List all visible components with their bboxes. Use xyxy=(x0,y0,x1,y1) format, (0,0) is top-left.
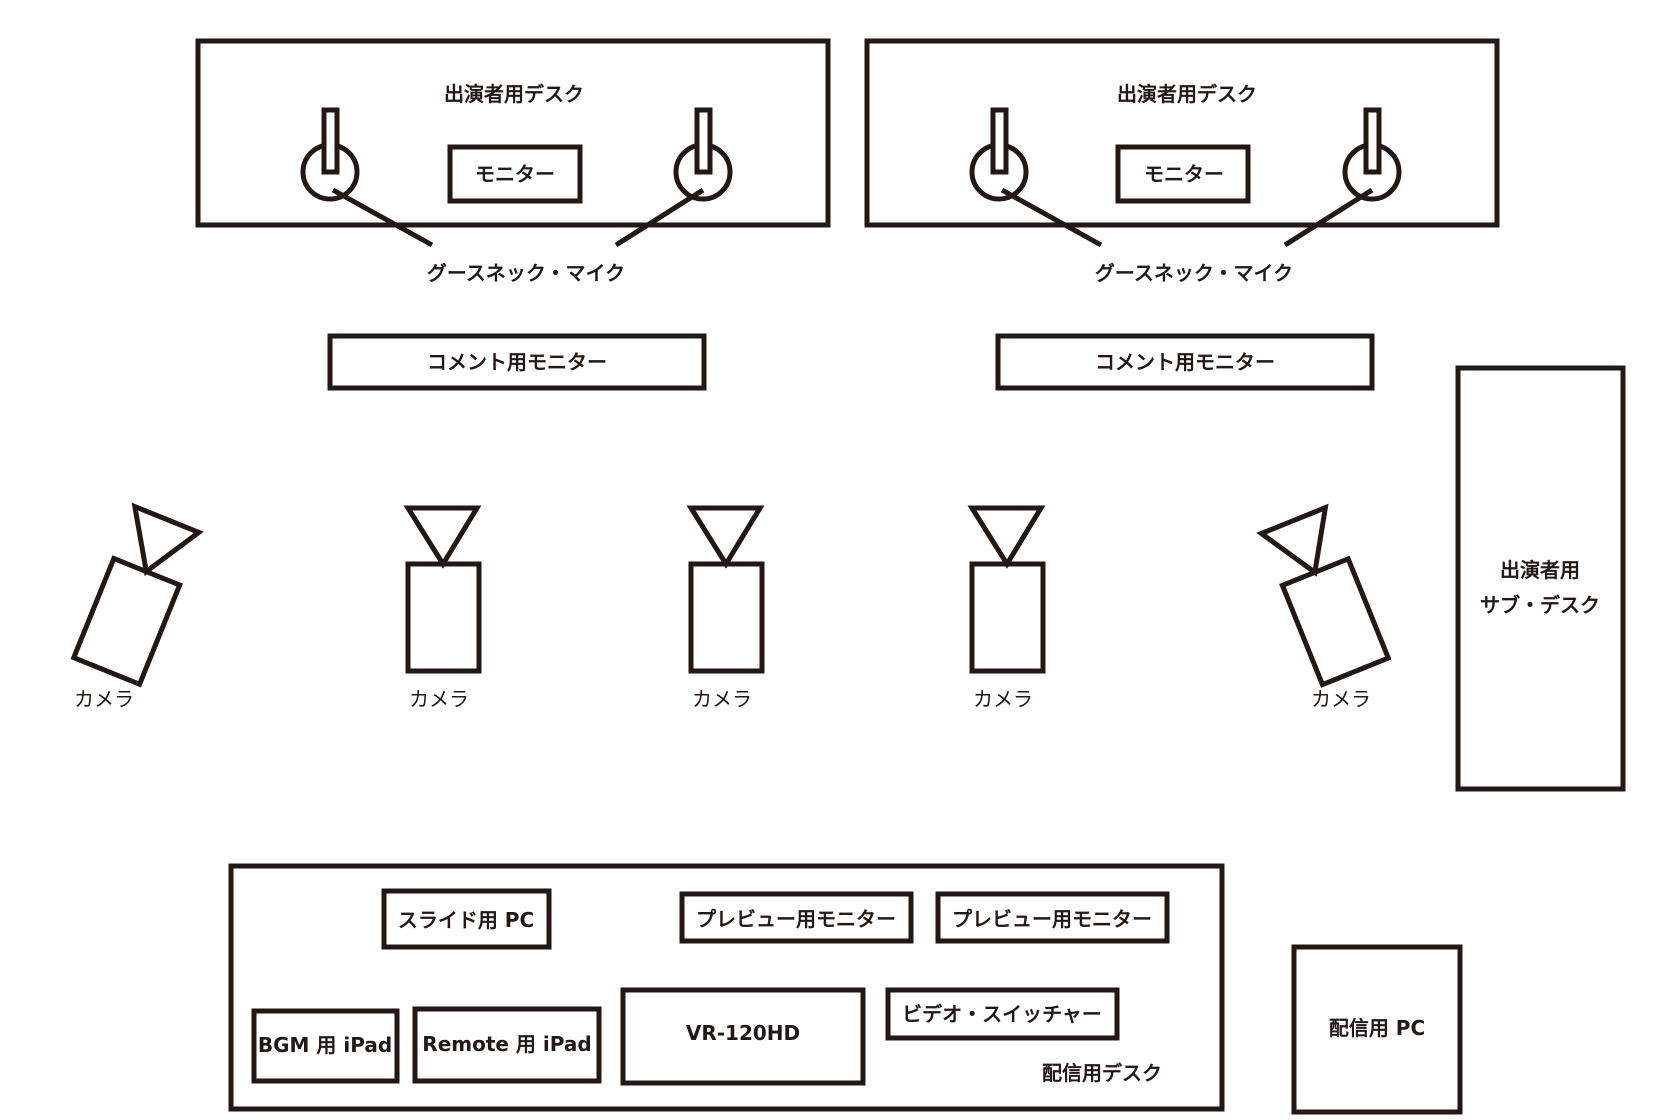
comment-monitor-label-1: コメント用モニター xyxy=(427,350,607,374)
preview-monitor-box-1 xyxy=(679,891,914,944)
gooseneck-mic-icon xyxy=(1342,107,1402,202)
bgm-ipad-box xyxy=(251,1008,400,1084)
remote-ipad-box xyxy=(412,1006,602,1084)
bgm-ipad-label: BGM 用 iPad xyxy=(258,1033,392,1057)
performer-desk-2 xyxy=(864,38,1500,391)
sub-desk-frame xyxy=(1455,365,1626,792)
performer-desk-1-label: 出演者用デスク xyxy=(444,82,584,106)
comment-monitor-box-2 xyxy=(995,333,1375,391)
performer-desk-1-frame xyxy=(195,38,831,228)
monitor-label-2: モニター xyxy=(1144,162,1224,186)
camera-icon xyxy=(70,502,204,688)
video-switcher-box xyxy=(885,987,1120,1041)
gooseneck-mic-icon xyxy=(969,107,1029,202)
vr-120hd-label: VR-120HD xyxy=(686,1021,800,1045)
broadcast-desk xyxy=(228,863,1225,1112)
comment-monitor-label-2: コメント用モニター xyxy=(1095,350,1275,374)
comment-monitor-box-1 xyxy=(327,333,707,391)
mic-leader-line xyxy=(614,187,705,248)
performer-desk-2-frame xyxy=(864,38,1500,228)
performer-desk-1 xyxy=(195,38,831,391)
streaming-pc-label: 配信用 PC xyxy=(1329,1016,1425,1040)
slide-pc-box xyxy=(381,888,552,950)
broadcast-desk-label: 配信用デスク xyxy=(1042,1061,1162,1085)
gooseneck-mic-icon xyxy=(300,107,360,202)
camera-icon xyxy=(686,505,765,674)
monitor-label-1: モニター xyxy=(475,162,555,186)
mic-leader-line xyxy=(1283,187,1374,248)
preview-monitor-label-2: プレビュー用モニター xyxy=(952,907,1152,931)
camera-icon xyxy=(1256,503,1392,688)
mic-leader-line xyxy=(1000,187,1103,248)
camera-icon xyxy=(967,505,1046,674)
monitor-box-2 xyxy=(1115,144,1251,204)
sub-desk-label-line2: サブ・デスク xyxy=(1480,593,1600,617)
preview-monitor-box-2 xyxy=(935,891,1170,944)
broadcast-desk-frame xyxy=(228,863,1225,1112)
camera-label-5: カメラ xyxy=(1311,687,1371,711)
streaming-pc-box xyxy=(1291,944,1463,1115)
sub-desk-label-line1: 出演者用 xyxy=(1500,558,1580,582)
mic-label-1: グースネック・マイク xyxy=(427,261,625,285)
monitor-box-1 xyxy=(447,144,583,204)
vr-120hd-box xyxy=(620,987,866,1086)
camera-label-1: カメラ xyxy=(74,687,134,711)
camera-icon xyxy=(403,505,482,674)
slide-pc-label: スライド用 PC xyxy=(398,908,534,932)
camera-label-2: カメラ xyxy=(409,687,469,711)
mic-leader-line xyxy=(331,187,434,248)
mic-label-2: グースネック・マイク xyxy=(1095,261,1293,285)
preview-monitor-label-1: プレビュー用モニター xyxy=(696,907,896,931)
camera-label-3: カメラ xyxy=(692,687,752,711)
gooseneck-mic-icon xyxy=(673,107,733,202)
remote-ipad-label: Remote 用 iPad xyxy=(422,1032,591,1056)
camera-label-4: カメラ xyxy=(973,687,1033,711)
video-switcher-label: ビデオ・スイッチャー xyxy=(902,1002,1102,1026)
performer-desk-2-label: 出演者用デスク xyxy=(1117,82,1257,106)
